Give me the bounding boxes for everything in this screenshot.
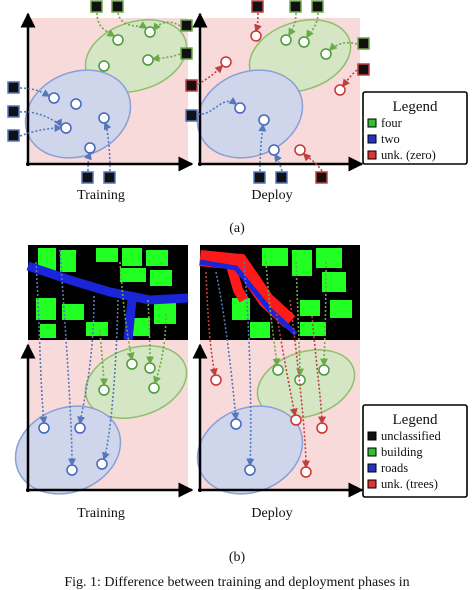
figure-caption: Fig. 1: Difference between training and … <box>64 575 409 590</box>
legend-item-trees: unk. (trees) <box>381 477 438 491</box>
embedding-arrows <box>205 261 329 469</box>
sub-label-a: (a) <box>229 221 245 236</box>
panel-a-deploy: Deploy <box>185 0 370 203</box>
legend-b: Legend unclassified building roads unk. … <box>362 404 468 498</box>
label-deploy-a: Deploy <box>251 188 292 203</box>
label-deploy-b: Deploy <box>251 506 292 521</box>
legend-title: Legend <box>393 412 438 428</box>
legend-swatch-trees <box>367 479 377 489</box>
legend-item-unclassified: unclassified <box>381 429 441 443</box>
legend-swatch-building <box>367 447 377 457</box>
embedding-arrows <box>19 12 181 172</box>
label-training-b: Training <box>77 506 125 521</box>
embedding-arrows <box>35 249 167 467</box>
panel-b-deploy: Deploy <box>192 245 364 521</box>
points-four <box>98 26 156 72</box>
legend-item-unknown: unk. (zero) <box>381 148 436 162</box>
embedding-arrows <box>197 12 358 172</box>
legend-swatch-roads <box>367 463 377 473</box>
aerial-image-training <box>26 245 189 341</box>
legend-swatch-four <box>367 118 377 128</box>
digit-tiles <box>185 0 370 184</box>
aerial-image-deploy <box>199 245 360 340</box>
panel-a-training: Training <box>7 0 194 203</box>
legend-title: Legend <box>393 99 438 115</box>
points-unknown <box>210 374 328 478</box>
legend-item-four: four <box>381 116 403 130</box>
points-roads <box>38 422 108 476</box>
legend-swatch-unclassified <box>367 431 377 441</box>
label-training-a: Training <box>77 188 125 203</box>
legend-item-building: building <box>381 445 423 459</box>
points-building <box>272 364 330 386</box>
legend-item-two: two <box>381 132 400 146</box>
points-unknown <box>220 30 346 156</box>
legend-swatch-unknown <box>367 150 377 160</box>
sub-label-b: (b) <box>229 550 246 565</box>
points-four <box>280 34 332 60</box>
digit-tiles <box>7 0 193 184</box>
legend-item-roads: roads <box>381 461 408 475</box>
panel-b-training: Training <box>14 245 194 521</box>
cluster-building <box>84 345 188 419</box>
points-two <box>234 102 280 156</box>
legend-a: Legend four two unk. (zero) <box>362 91 468 165</box>
legend-swatch-two <box>367 134 377 144</box>
